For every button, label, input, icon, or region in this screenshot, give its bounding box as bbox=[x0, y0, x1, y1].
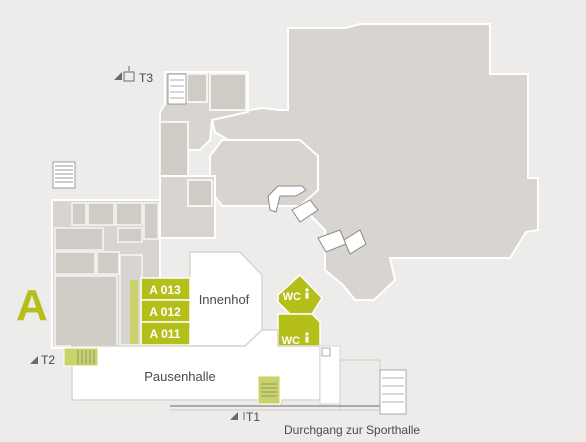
section-letter: A bbox=[16, 281, 48, 330]
passage-label: Durchgang zur Sporthalle bbox=[284, 423, 420, 437]
stair-icon bbox=[261, 383, 277, 397]
room bbox=[187, 179, 213, 207]
room bbox=[117, 227, 143, 243]
room bbox=[87, 202, 115, 226]
elevator-icon bbox=[321, 347, 331, 357]
stair-icon bbox=[267, 185, 367, 255]
room bbox=[54, 251, 96, 275]
stair-icon bbox=[77, 350, 95, 364]
room bbox=[143, 202, 159, 240]
innenhof-label: Innenhof bbox=[199, 292, 250, 307]
room bbox=[54, 227, 104, 251]
room bbox=[159, 121, 189, 177]
stair-label-t1: T1 bbox=[246, 410, 260, 424]
room bbox=[54, 275, 118, 347]
pausenhalle-label: Pausenhalle bbox=[144, 369, 216, 384]
stair-icon bbox=[167, 73, 187, 105]
stair-marker-icon bbox=[30, 72, 238, 420]
room-label-a012: A 012 bbox=[149, 305, 181, 319]
passage-structure bbox=[339, 359, 381, 411]
room bbox=[71, 202, 87, 226]
stair-t1-area[interactable] bbox=[257, 375, 281, 405]
elevator-marker-icon bbox=[123, 66, 245, 420]
stair-icon bbox=[379, 369, 407, 415]
room-label-a011: A 011 bbox=[150, 327, 181, 341]
room bbox=[209, 73, 247, 111]
room-label-a013: A 013 bbox=[149, 283, 181, 297]
wc-upper-label: WC bbox=[283, 291, 301, 303]
restroom-icon bbox=[305, 332, 309, 343]
stair-icon bbox=[52, 161, 76, 189]
wc-lower-label: WC bbox=[282, 335, 300, 347]
room bbox=[186, 73, 208, 103]
restroom-icon bbox=[305, 288, 309, 299]
stair-label-t2: T2 bbox=[41, 353, 55, 367]
stair-t2-area[interactable] bbox=[63, 347, 99, 367]
central-hub bbox=[209, 139, 319, 207]
room-a011[interactable] bbox=[140, 321, 191, 346]
room bbox=[96, 251, 120, 275]
room bbox=[115, 202, 143, 226]
ramp-highlight bbox=[130, 280, 138, 344]
stair-label-t3: T3 bbox=[139, 71, 153, 85]
